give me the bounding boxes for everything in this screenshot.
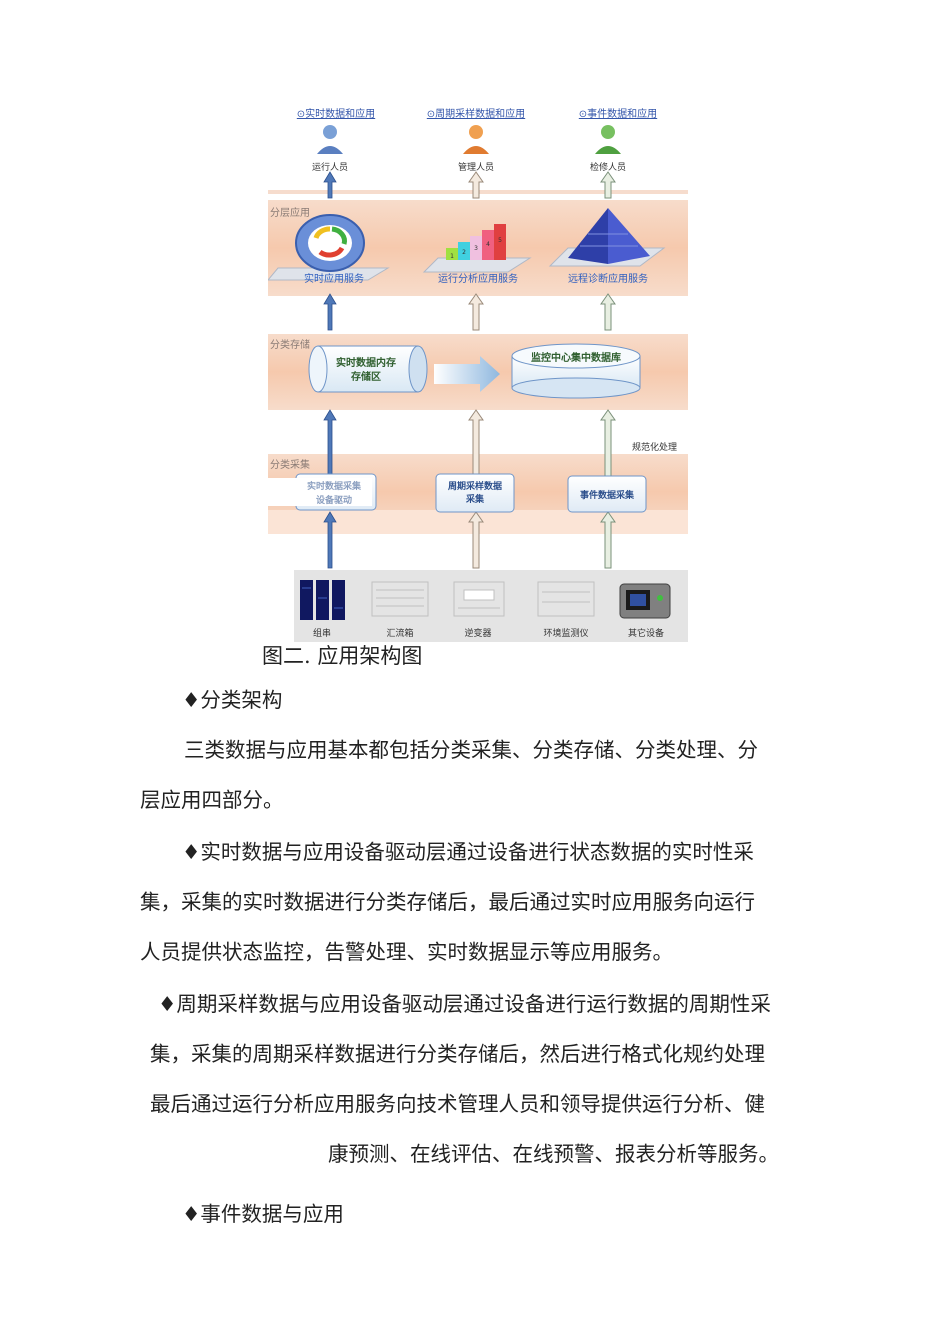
- device-inverter: 逆变器: [464, 627, 491, 639]
- device-env-monitor: 环境监测仪: [543, 627, 588, 639]
- paragraph-line: 层应用四部分。: [140, 788, 284, 812]
- bar-number-2: 2: [462, 249, 466, 256]
- top-label-realtime: ⊙实时数据和应用: [297, 107, 375, 120]
- figure-caption: 图二. 应用架构图: [262, 644, 423, 668]
- transfer-arrow: [434, 356, 500, 392]
- bar-number-5: 5: [498, 237, 502, 244]
- environment-monitor-icon: [537, 581, 595, 617]
- arrow-column-realtime: [323, 171, 337, 569]
- paragraph-line: 康预测、在线评估、在线预警、报表分析等服务。: [328, 1142, 779, 1166]
- other-device-icon: [619, 583, 671, 619]
- collect-box-realtime: [268, 473, 377, 511]
- collect-realtime-line2: 设备驱动: [316, 494, 352, 506]
- collect-box-periodic: [435, 473, 515, 513]
- central-database-cylinder: [511, 343, 641, 399]
- architecture-svg: 分层应用 分类存储 分类采集 ⊙实时数据和应用 ⊙周期采样数据和应用 ⊙事件数据…: [266, 107, 688, 642]
- string-icon: [300, 580, 345, 620]
- person-icon-operator: [317, 125, 343, 154]
- layer-label-app: 分层应用: [270, 206, 310, 219]
- service-diagnosis: 远程诊断应用服务: [568, 272, 648, 285]
- heading-classification: ♦分类架构: [182, 688, 283, 712]
- role-manager: 管理人员: [458, 161, 494, 173]
- architecture-diagram: 分层应用 分类存储 分类采集 ⊙实时数据和应用 ⊙周期采样数据和应用 ⊙事件数据…: [266, 98, 688, 642]
- layer-label-collect: 分类采集: [270, 458, 310, 471]
- bar-number-1: 1: [450, 253, 454, 260]
- storage-left-line2: 存储区: [351, 370, 381, 383]
- device-string: 组串: [313, 627, 331, 639]
- collect-realtime-line1: 实时数据采集: [307, 480, 362, 492]
- arrow-column-event: [600, 171, 616, 569]
- paragraph-line: 集，采集的周期采样数据进行分类存储后，然后进行格式化规约处理: [150, 1042, 765, 1066]
- storage-right-label: 监控中心集中数据库: [531, 351, 621, 364]
- service-analysis: 运行分析应用服务: [438, 272, 518, 285]
- paragraph-line: 人员提供状态监控，告警处理、实时数据显示等应用服务。: [140, 940, 673, 964]
- device-other: 其它设备: [628, 627, 664, 639]
- person-icon-maintainer: [595, 125, 621, 154]
- arrow-column-periodic: [468, 171, 484, 569]
- normalize-label: 规范化处理: [632, 441, 677, 453]
- memory-storage-cylinder: [308, 345, 428, 393]
- collect-periodic-line2: 采集: [465, 493, 485, 505]
- storage-left-line1: 实时数据内存: [336, 356, 396, 369]
- paragraph-line: 集，采集的实时数据进行分类存储后，最后通过实时应用服务向运行: [140, 890, 755, 914]
- collect-box-event: [567, 475, 647, 513]
- bar-number-3: 3: [474, 245, 478, 252]
- service-realtime: 实时应用服务: [304, 272, 364, 285]
- analysis-service-graphic: 1 2 3 4 5: [422, 224, 532, 273]
- collect-event-label: 事件数据采集: [580, 489, 635, 501]
- paragraph-line: ♦实时数据与应用设备驱动层通过设备进行状态数据的实时性采: [182, 840, 754, 864]
- collect-periodic-line1: 周期采样数据: [448, 480, 502, 492]
- bar-number-4: 4: [486, 241, 490, 248]
- combiner-box-icon: [371, 581, 429, 617]
- person-icon-manager: [463, 125, 489, 154]
- paragraph-line: 最后通过运行分析应用服务向技术管理人员和领导提供运行分析、健: [150, 1092, 765, 1116]
- role-operator: 运行人员: [312, 161, 348, 173]
- paragraph-line: ♦周期采样数据与应用设备驱动层通过设备进行运行数据的周期性采: [158, 992, 771, 1016]
- layer-label-storage: 分类存储: [270, 338, 310, 351]
- role-maintainer: 检修人员: [590, 161, 626, 173]
- heading-event-data: ♦事件数据与应用: [182, 1202, 344, 1226]
- realtime-service-graphic: [266, 214, 390, 281]
- paragraph-line: 三类数据与应用基本都包括分类采集、分类存储、分类处理、分: [184, 738, 758, 762]
- inverter-icon: [453, 581, 505, 617]
- diagnosis-service-graphic: [548, 208, 666, 267]
- top-label-periodic: ⊙周期采样数据和应用: [427, 107, 525, 120]
- top-label-event: ⊙事件数据和应用: [579, 107, 657, 120]
- device-combiner: 汇流箱: [386, 627, 413, 639]
